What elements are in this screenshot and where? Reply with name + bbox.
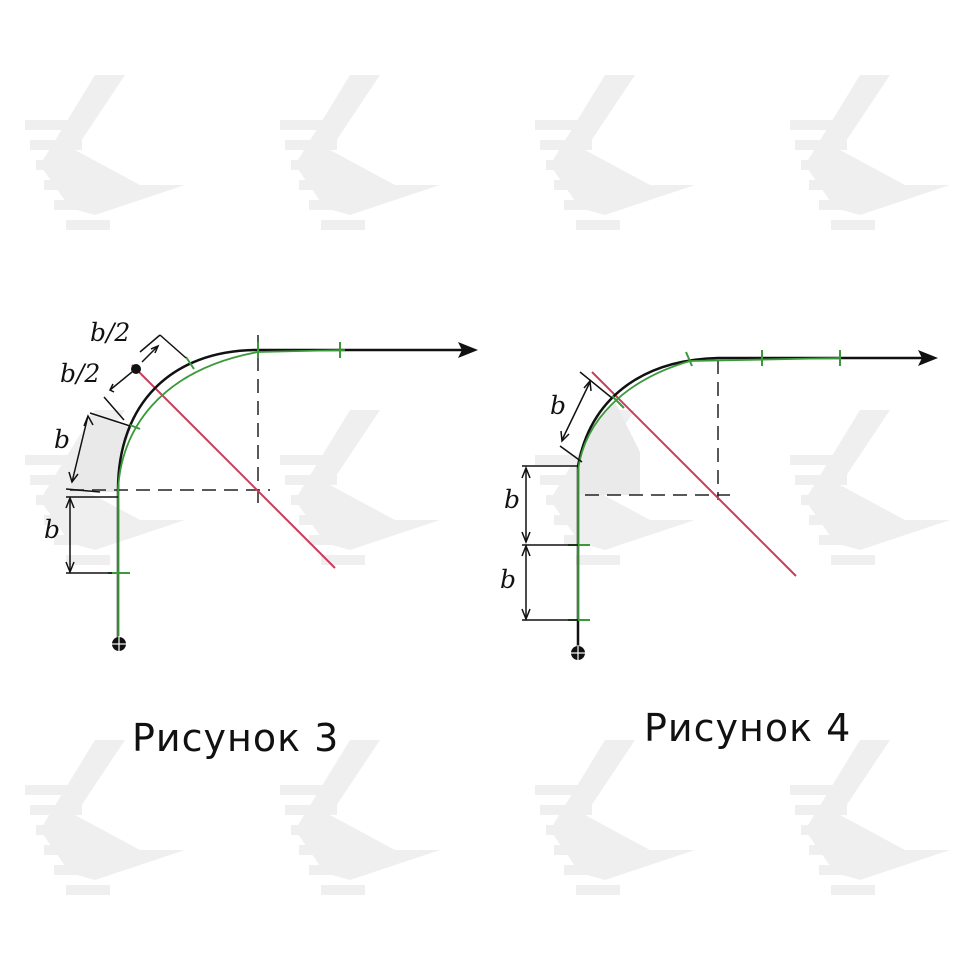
figure-3-caption: Рисунок 3 [132, 716, 340, 760]
figure-4-label-b-lower: b [500, 565, 516, 594]
figure-3-smooth-curve [117, 349, 346, 640]
watermark-logo-icon [790, 740, 950, 895]
figure-4-diagonal-line [591, 371, 797, 577]
figure-3: b/2 b/2 b b [44, 318, 478, 652]
watermark-logo-icon [280, 75, 440, 230]
watermark-logo-icon [25, 75, 185, 230]
figure-3-arrow-head [458, 342, 478, 358]
watermark-logo-icon [280, 410, 440, 565]
figure-4-shaded-area [578, 402, 640, 495]
figure-3-dim-b-half [103, 334, 187, 421]
figure-4-arrow-head [918, 350, 938, 366]
figure-3-label-b-lower: b [44, 515, 60, 544]
figure-4-dim-b-middle [521, 465, 578, 545]
figure-3-main-route [116, 348, 470, 640]
figure-4-main-route [576, 356, 930, 652]
watermark-logo-icon [280, 740, 440, 895]
figure-3-label-b-half-top: b/2 [90, 318, 130, 347]
watermark-logo-icon [790, 75, 950, 230]
watermark-layer [25, 75, 950, 895]
figure-4-label-b-upper: b [550, 391, 566, 420]
watermark-logo-icon [790, 410, 950, 565]
figure-4-caption: Рисунок 4 [644, 706, 852, 750]
figure-4-dim-b-lower [521, 543, 578, 622]
figure-3-diagonal-line [131, 364, 336, 569]
figure-3-dim-b-lower [65, 495, 118, 575]
figure-3-control-point [131, 364, 141, 374]
figure-4: b b b [500, 350, 938, 661]
figure-4-label-b-middle: b [504, 485, 520, 514]
figure-4-dim-b-upper [559, 371, 613, 463]
watermark-logo-icon [535, 740, 695, 895]
figure-3-dim-b-upper [65, 412, 131, 493]
figure-3-label-b-half: b/2 [60, 359, 100, 388]
figure-3-shaded-area [70, 415, 132, 492]
figure-4-smooth-curve [577, 357, 841, 620]
watermark-logo-icon [25, 740, 185, 895]
watermark-logo-icon [535, 75, 695, 230]
figure-3-label-b-upper: b [54, 425, 70, 454]
